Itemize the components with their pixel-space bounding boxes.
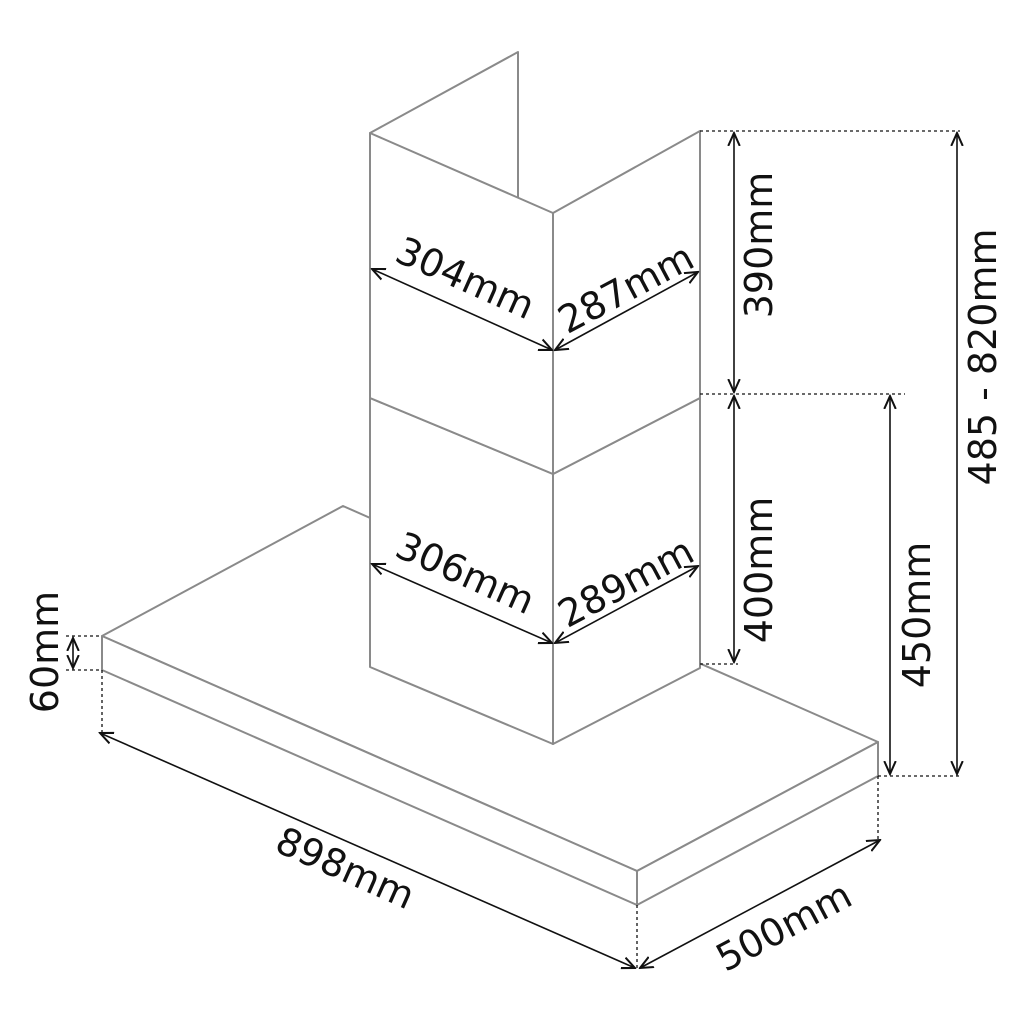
label-canopy-thickness: 60mm bbox=[23, 591, 67, 713]
label-canopy-width: 898mm bbox=[269, 818, 421, 918]
label-total-height-range: 485 - 820mm bbox=[961, 229, 1005, 486]
dimension-labels: 304mm 287mm 306mm 289mm 390mm 400mm 450m… bbox=[23, 172, 1005, 981]
label-upper-height: 390mm bbox=[737, 172, 781, 319]
dimension-lines bbox=[66, 130, 960, 968]
label-canopy-depth: 500mm bbox=[709, 873, 859, 981]
label-lower-height: 400mm bbox=[737, 497, 781, 644]
label-canopy-to-lower-top: 450mm bbox=[895, 542, 939, 689]
